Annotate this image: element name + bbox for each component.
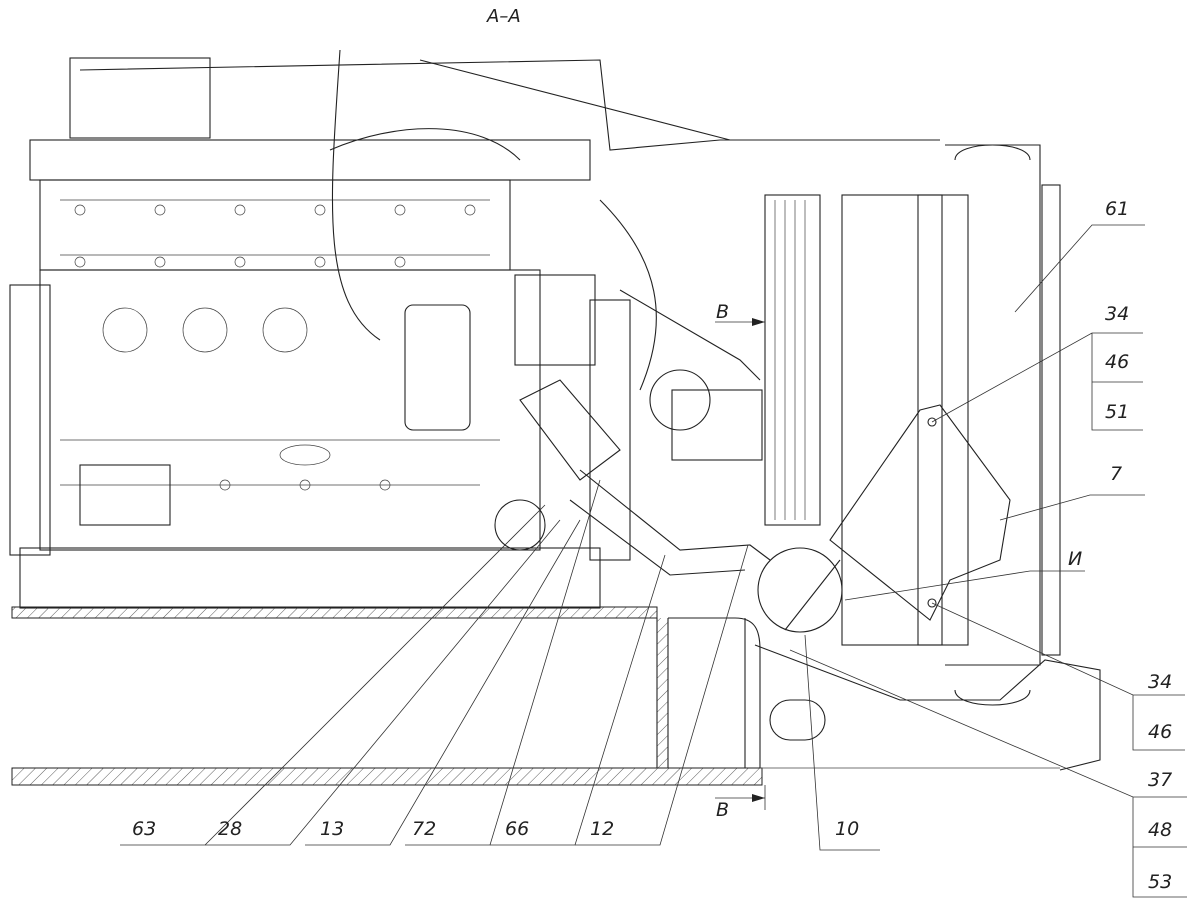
- radiator-assembly: [754, 144, 1101, 771]
- svg-text:28: 28: [218, 818, 242, 840]
- svg-text:48: 48: [1148, 819, 1172, 841]
- svg-text:B: B: [716, 301, 729, 323]
- svg-text:12: 12: [590, 818, 614, 840]
- svg-text:10: 10: [835, 818, 859, 840]
- svg-text:13: 13: [320, 818, 344, 840]
- callout-7: 7: [999, 463, 1145, 521]
- callout-61: 61: [1014, 198, 1145, 313]
- engine-assembly: [9, 49, 940, 609]
- callout-34-46: 34 46: [931, 602, 1185, 751]
- svg-text:72: 72: [412, 818, 436, 840]
- view-arrow-lower: B: [715, 785, 766, 821]
- callout-66: 66: [490, 554, 666, 846]
- callout-13: 13: [305, 519, 581, 846]
- svg-text:46: 46: [1148, 721, 1172, 743]
- frame: [11, 606, 1060, 786]
- svg-text:53: 53: [1148, 871, 1172, 893]
- callout-34-46-51: 34 46 51: [931, 303, 1143, 431]
- callout-12: 12: [575, 544, 749, 846]
- svg-text:51: 51: [1105, 401, 1129, 423]
- svg-text:34: 34: [1105, 303, 1129, 325]
- callout-37-48-53: 37 48 53: [789, 649, 1187, 898]
- svg-text:63: 63: [132, 818, 156, 840]
- svg-text:66: 66: [505, 818, 529, 840]
- section-title: A–A: [486, 6, 521, 27]
- view-arrow-upper: B: [715, 301, 765, 326]
- svg-text:37: 37: [1148, 769, 1172, 791]
- callout-72: 72: [405, 479, 601, 846]
- callout-10: 10: [804, 634, 880, 851]
- svg-text:B: B: [716, 799, 729, 821]
- svg-text:34: 34: [1148, 671, 1172, 693]
- callout-28: 28: [205, 519, 561, 846]
- svg-text:И: И: [1068, 548, 1082, 570]
- svg-text:7: 7: [1110, 463, 1122, 485]
- svg-text:46: 46: [1105, 351, 1129, 373]
- svg-text:61: 61: [1105, 198, 1129, 220]
- callout-detail-i: И: [844, 548, 1085, 601]
